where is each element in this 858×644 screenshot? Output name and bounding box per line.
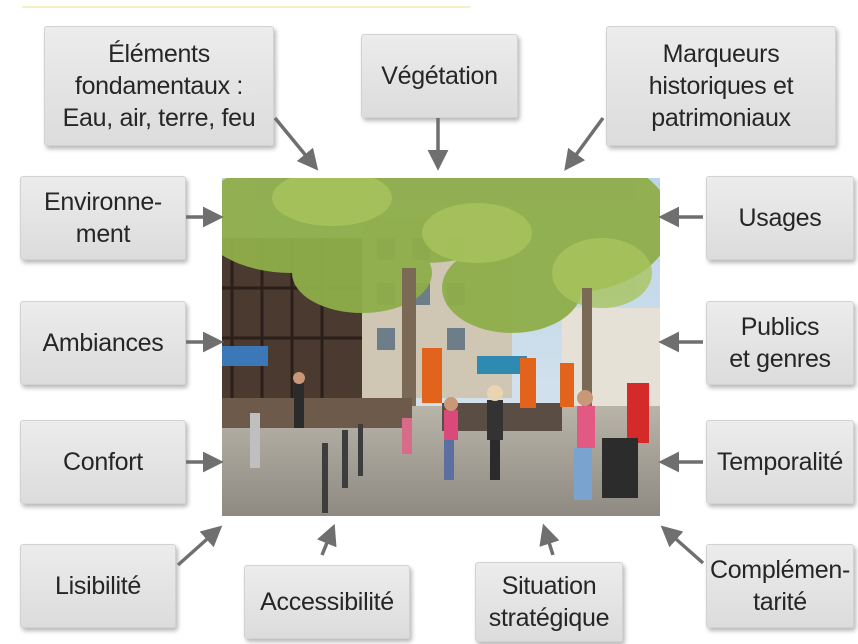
arrow-elements: [273, 116, 319, 171]
box-ambiances: Ambiances: [20, 301, 186, 385]
box-temporalite: Temporalité: [706, 420, 854, 504]
arrow-situation: [539, 523, 560, 556]
arrow-lisibilite: [176, 525, 223, 567]
top-divider-line: [22, 6, 470, 8]
box-marqueurs: Marqueurs historiques et patrimoniaux: [606, 26, 836, 146]
box-complementarite: Complémen- tarité: [706, 544, 854, 628]
box-environnement: Environne- ment: [20, 176, 186, 260]
box-situation-strategique: Situation stratégique: [475, 562, 623, 642]
box-usages: Usages: [706, 176, 854, 260]
box-lisibilite: Lisibilité: [20, 544, 176, 628]
box-accessibilite: Accessibilité: [244, 565, 410, 639]
street-scene-photo: [222, 178, 660, 516]
street-scene-illustration: [222, 178, 660, 516]
box-publics-genres: Publics et genres: [706, 301, 854, 385]
arrow-accessibilite: [317, 523, 337, 556]
arrow-complementarite: [660, 525, 705, 565]
arrow-marqueurs: [564, 116, 605, 171]
box-elements-fondamentaux: Éléments fondamentaux : Eau, air, terre,…: [44, 26, 274, 146]
box-confort: Confort: [20, 420, 186, 504]
box-vegetation: Végétation: [361, 34, 518, 118]
